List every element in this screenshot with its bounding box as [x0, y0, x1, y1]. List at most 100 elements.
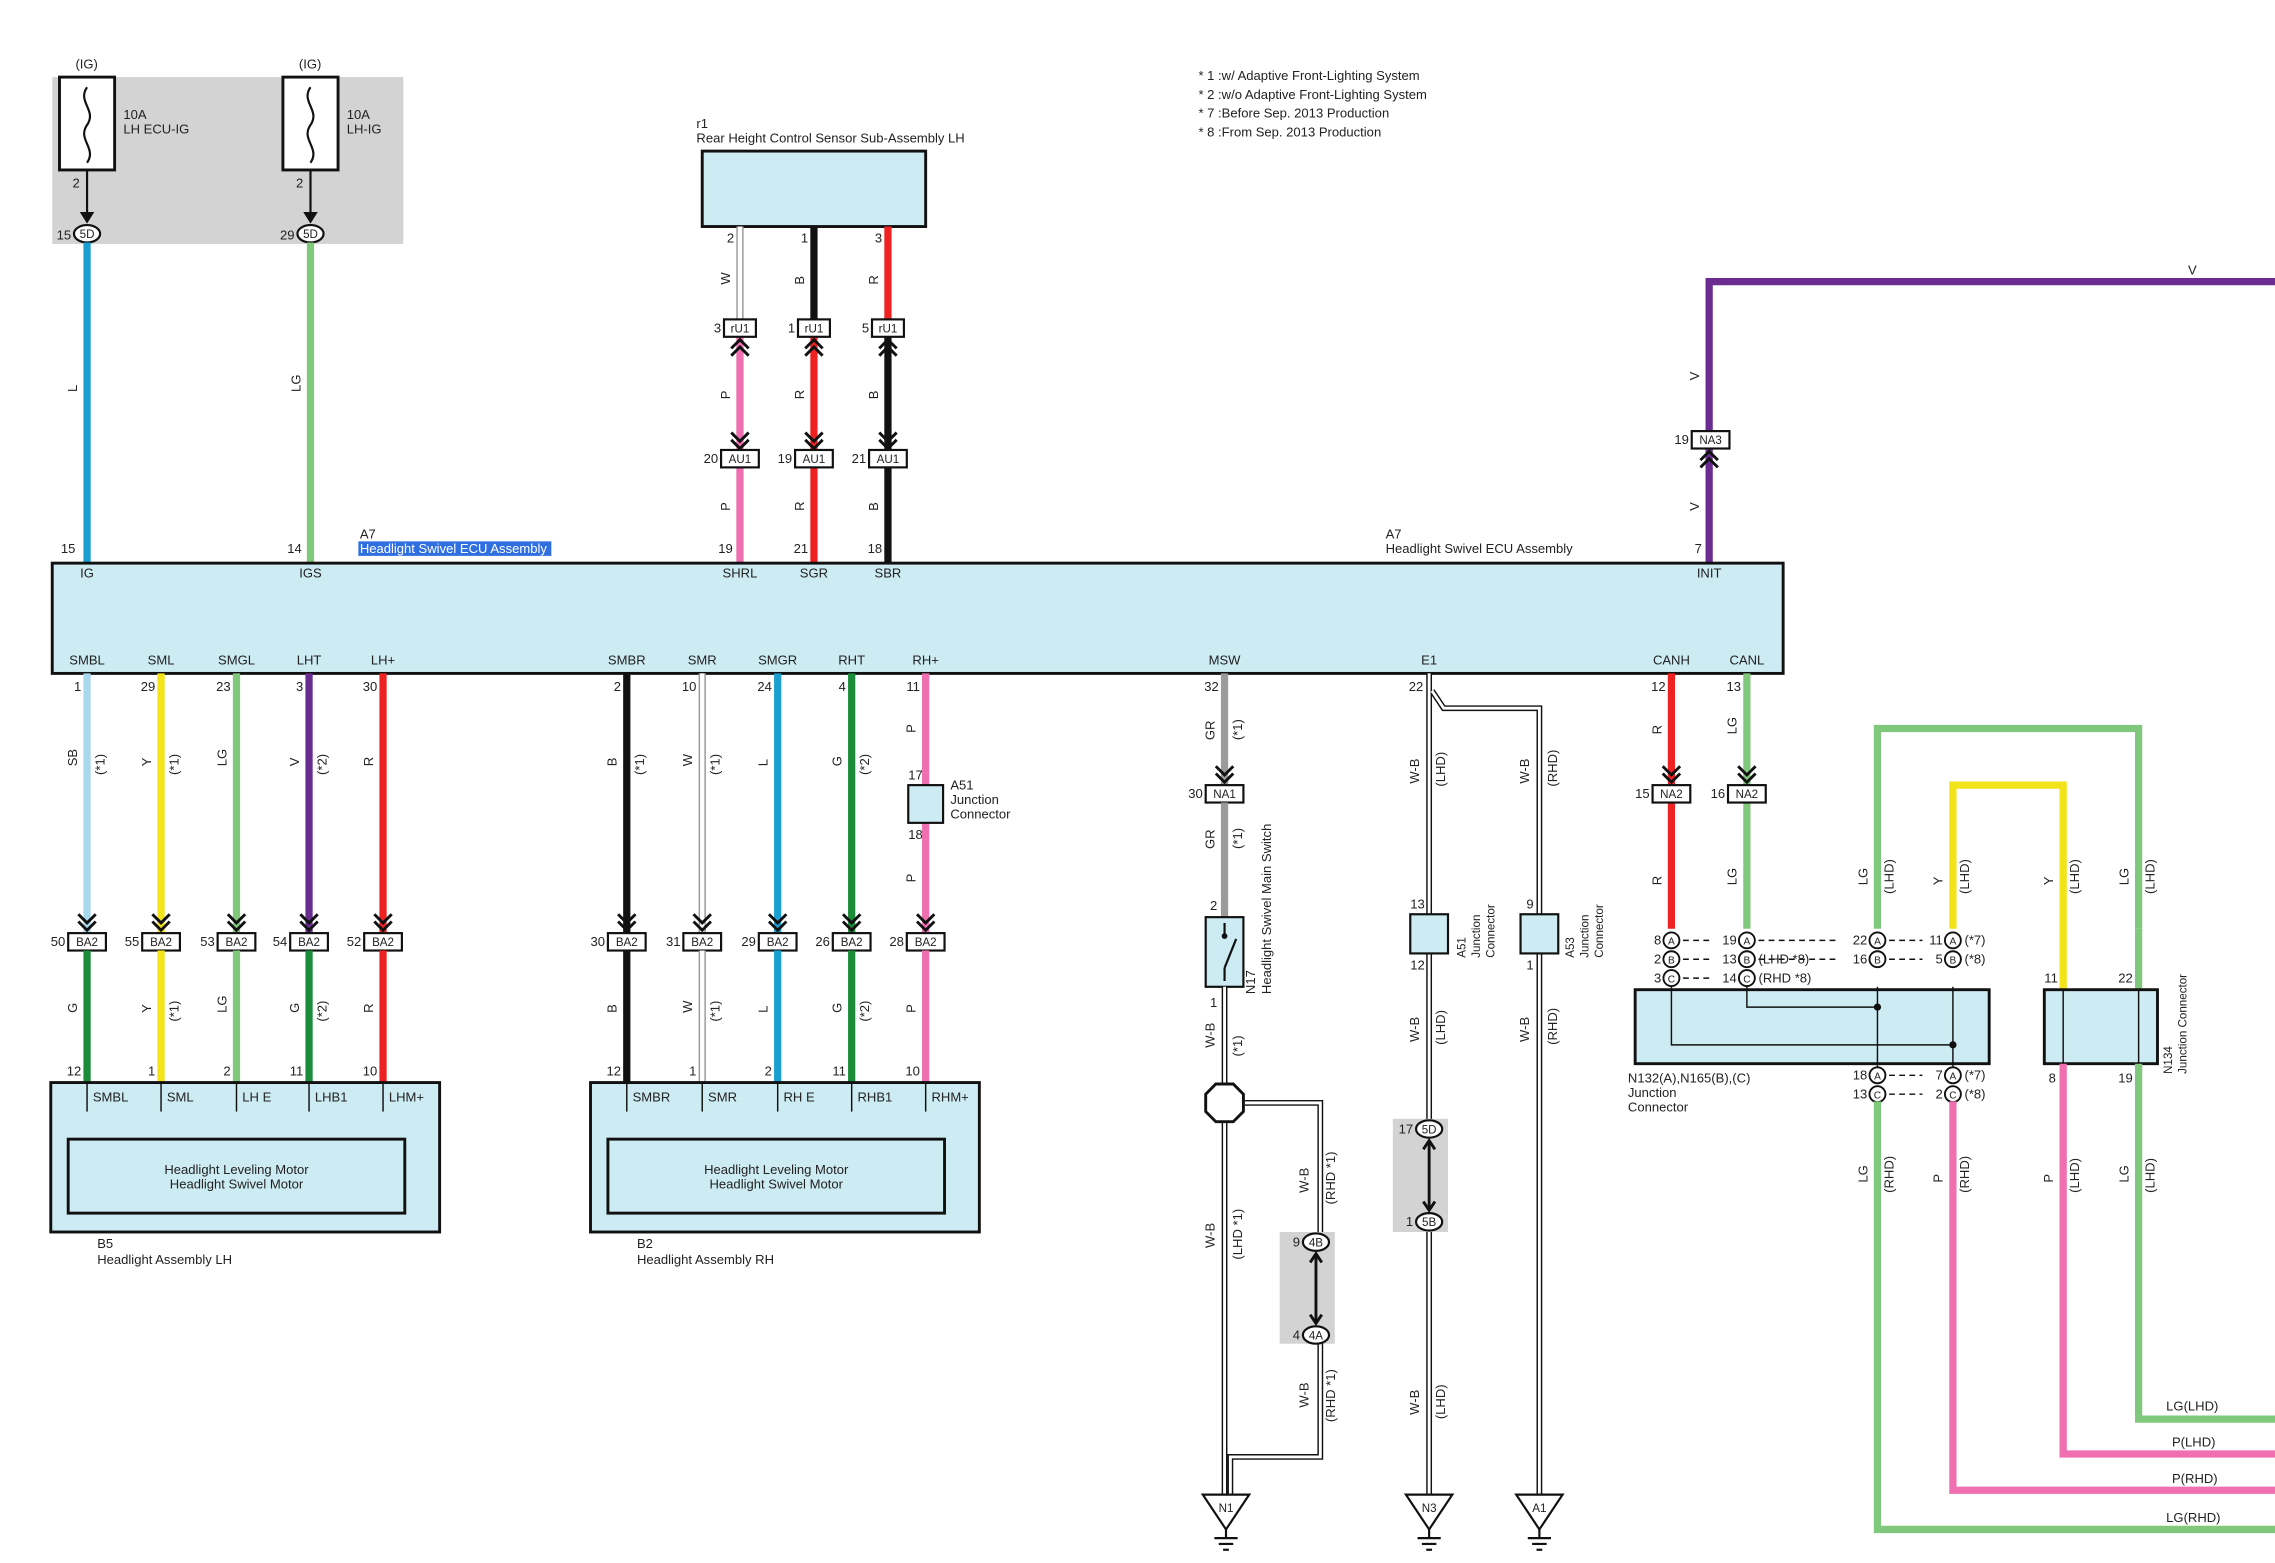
- connector-ru1: [870, 318, 905, 338]
- chevron-down-icon: [730, 431, 750, 451]
- fuse-pin: 2: [296, 175, 303, 190]
- sensor-pin: 1: [801, 230, 808, 245]
- wire-note: (LHD): [1881, 859, 1896, 894]
- wire-color-label: LG: [1725, 717, 1740, 734]
- connector-pin: 54: [273, 934, 288, 949]
- junction-pin-circle: [1868, 950, 1887, 969]
- junction-pin-number: 13: [1722, 952, 1737, 967]
- connector-pin: 15: [1635, 786, 1650, 801]
- junction-connector-body: [1519, 913, 1560, 955]
- connector-au1: [720, 448, 760, 469]
- connector-code: NA1: [1213, 788, 1236, 801]
- wire-note: (LHD): [2143, 1158, 2158, 1193]
- junction-code: A51: [1455, 937, 1468, 958]
- ecu-terminal: SMBL: [69, 653, 105, 668]
- wire-note: (*1): [92, 754, 107, 775]
- ground-code: A1: [1532, 1502, 1546, 1515]
- ecu-pin: 18: [868, 541, 883, 556]
- connector-pin: 1: [1406, 1214, 1413, 1229]
- junction-connector-body: [1409, 913, 1450, 955]
- fuse-supply-label: (IG): [299, 56, 321, 71]
- wire-color-label: V: [1687, 502, 1702, 511]
- headlight-terminal: SMR: [708, 1089, 737, 1104]
- ecu-pin: 13: [1727, 679, 1742, 694]
- wire-note: (*1): [1230, 1035, 1245, 1056]
- headlight-pin: 2: [765, 1063, 772, 1078]
- wire-color-label: LG: [2116, 1165, 2131, 1182]
- exit-label: P(LHD): [2172, 1435, 2216, 1450]
- wire-color-label: P: [904, 724, 919, 733]
- junction-pin-letter: A: [1668, 937, 1675, 948]
- headlight-pin: 11: [290, 1063, 304, 1078]
- fuse-element-icon: [83, 86, 91, 164]
- junction-code: A53: [1564, 937, 1577, 958]
- junction-pin-in: 17: [908, 767, 923, 782]
- junction-name: Connector: [1628, 1100, 1689, 1115]
- junction-pin-number: 8: [1654, 933, 1661, 948]
- n134-pin: 11: [2044, 970, 2058, 985]
- junction-note: (RHD *8): [1758, 970, 1811, 985]
- junction-pin-letter: B: [1743, 956, 1750, 967]
- junction-name: Connector: [1484, 904, 1497, 958]
- ground-code: N1: [1219, 1502, 1234, 1515]
- ecu-pin: 15: [61, 541, 76, 556]
- wire-color-label: L: [756, 1006, 771, 1013]
- wire-color-label: B: [792, 276, 807, 285]
- sensor-code: r1: [696, 116, 708, 131]
- chevron-down-icon: [226, 913, 247, 933]
- motor-block: [66, 1137, 407, 1215]
- exit-label: LG(RHD): [2166, 1510, 2220, 1525]
- motor-name: Headlight Swivel Motor: [710, 1176, 844, 1191]
- connector-na2: [1651, 784, 1692, 804]
- chevron-down-icon: [151, 913, 171, 933]
- chevron-pair-icon: [1422, 1137, 1437, 1213]
- junction-name: Junction: [1579, 915, 1592, 958]
- ecu-pin: 7: [1695, 541, 1702, 556]
- connector-na2: [1726, 784, 1767, 804]
- junction-pin-out: 1: [1526, 957, 1533, 972]
- wire-color-label: W-B: [1407, 1389, 1422, 1414]
- connector-code: BA2: [691, 936, 713, 949]
- ecu-pin: 12: [1651, 679, 1666, 694]
- junction-code: A51: [950, 777, 973, 792]
- connector-code: BA2: [841, 936, 863, 949]
- n134-name: Junction Connector: [2176, 974, 2189, 1074]
- connector-shading: [1392, 1118, 1448, 1233]
- wire-color-label: W-B: [1407, 1017, 1422, 1042]
- connector-pin: 30: [591, 934, 606, 949]
- wire-color-label: Y: [139, 757, 154, 766]
- ecu-terminal: CANH: [1653, 653, 1690, 668]
- notes-block: * 1 :w/ Adaptive Front-Lighting System *…: [1198, 68, 1427, 140]
- wire-color-label: R: [792, 390, 807, 399]
- ecu-terminal: MSW: [1209, 653, 1242, 668]
- chevron-down-icon: [692, 913, 712, 933]
- ecu-terminal: SMR: [688, 653, 717, 668]
- ecu-bottom-terminals: SMBL1SML29SMGL23LHT3LH+30SMBR2SMR10SMGR2…: [69, 653, 1764, 694]
- headlight-terminal: SML: [167, 1089, 194, 1104]
- ground-icon: [1514, 1493, 1565, 1532]
- connector-ru1: [722, 318, 758, 338]
- headlight-code: B2: [637, 1236, 653, 1251]
- connector-shading: [1279, 1232, 1335, 1344]
- wire-color-label: Y: [2041, 876, 2056, 885]
- connector-code: rU1: [731, 322, 750, 335]
- connector-4b: [1301, 1232, 1331, 1252]
- headlight-terminal: RH E: [783, 1089, 814, 1104]
- chevron-down-icon: [841, 913, 862, 933]
- connector-pin: 21: [852, 451, 867, 466]
- connector-code: AU1: [877, 453, 900, 466]
- wire-color-label: R: [1649, 876, 1664, 885]
- ecu-name-left: Headlight Swivel ECU Assembly: [360, 541, 548, 556]
- fuse-pin: 2: [73, 175, 80, 190]
- junction-name: Connector: [950, 806, 1011, 821]
- junction-pin-letter: A: [1874, 937, 1881, 948]
- junction-pin-number: 2: [1935, 1087, 1942, 1102]
- wire-note: (RHD *1): [1323, 1369, 1338, 1422]
- connector-au1: [794, 448, 834, 469]
- arrow-down-icon: [79, 212, 95, 224]
- headlight-pin: 2: [223, 1063, 230, 1078]
- junction-pin-in: 9: [1526, 896, 1533, 911]
- headlight-terminal: RHM+: [931, 1089, 968, 1104]
- junction-pin-letter: C: [1874, 1091, 1881, 1102]
